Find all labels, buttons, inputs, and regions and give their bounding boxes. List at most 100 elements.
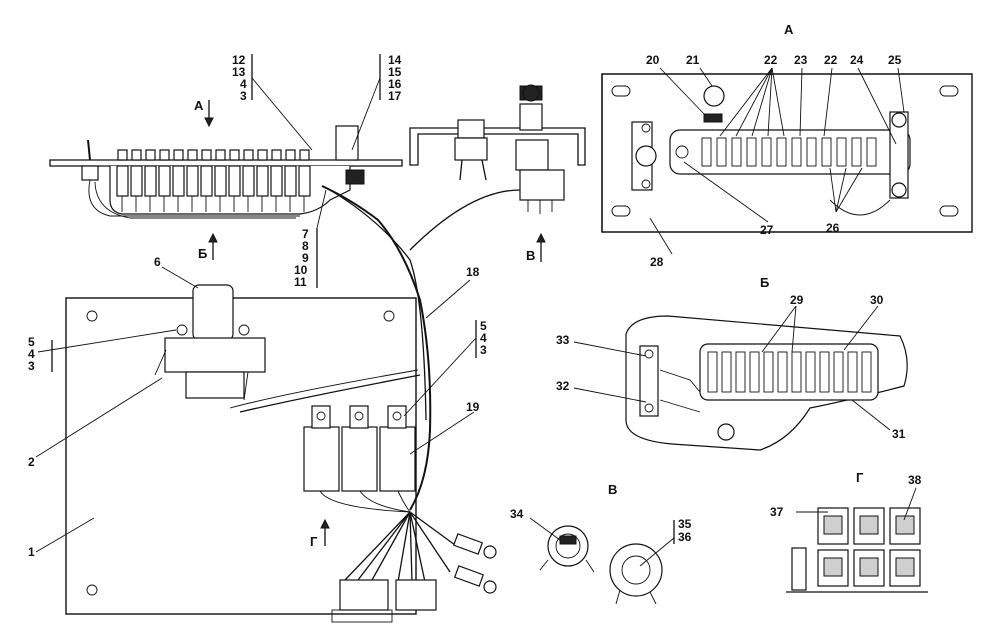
fuse-side <box>735 351 746 393</box>
label-3-left: 3 <box>28 359 35 373</box>
fuse-body <box>172 165 185 197</box>
fuse-slot <box>791 137 802 167</box>
relay-terminal <box>859 515 879 535</box>
label-26: 26 <box>826 221 840 235</box>
fuse-side <box>721 351 732 393</box>
label-16: 16 <box>388 77 402 91</box>
fuse-body <box>298 165 311 197</box>
label-35: 35 <box>678 517 692 531</box>
relay-terminal <box>823 557 843 577</box>
label-33: 33 <box>556 333 570 347</box>
fuse-slot <box>761 137 772 167</box>
view-v-switches <box>539 525 663 605</box>
view-v-title: В <box>608 482 617 497</box>
view-b-title: Б <box>760 275 769 290</box>
label-17: 17 <box>388 89 402 103</box>
fuse-cap <box>257 149 268 161</box>
label-15: 15 <box>388 65 402 79</box>
fuse-side <box>791 351 802 393</box>
view-labels: А Б В Г А Б В Г <box>194 22 864 549</box>
fuse-body <box>186 165 199 197</box>
label-38: 38 <box>908 473 922 487</box>
label-25: 25 <box>888 53 902 67</box>
view-g-arrow-label: Г <box>310 534 318 549</box>
fuse-cap <box>299 149 310 161</box>
fuse-cap <box>117 149 128 161</box>
fuse-side <box>777 351 788 393</box>
fuse-body <box>228 165 241 197</box>
label-12: 12 <box>232 53 246 67</box>
relay-terminal <box>859 557 879 577</box>
fuse-side <box>805 351 816 393</box>
label-28: 28 <box>650 255 664 269</box>
fuse-cap <box>173 149 184 161</box>
fuse-slot <box>716 137 727 167</box>
fuse-cap <box>187 149 198 161</box>
fuse-side <box>763 351 774 393</box>
label-1: 1 <box>28 545 35 559</box>
relay-terminal <box>895 515 915 535</box>
label-32: 32 <box>556 379 570 393</box>
fuse-body <box>270 165 283 197</box>
label-24: 24 <box>850 53 864 67</box>
relay-6 <box>154 284 266 401</box>
fuse-cap <box>145 149 156 161</box>
label-34: 34 <box>510 507 524 521</box>
fuse-body <box>242 165 255 197</box>
label-3-top: 3 <box>240 89 247 103</box>
label-6: 6 <box>154 255 161 269</box>
fuse-cap <box>201 149 212 161</box>
label-4-left: 4 <box>28 347 35 361</box>
label-14: 14 <box>388 53 402 67</box>
fuse-slot <box>701 137 712 167</box>
label-5-left: 5 <box>28 335 35 349</box>
label-29: 29 <box>790 293 804 307</box>
fuse-slot <box>821 137 832 167</box>
label-37: 37 <box>770 505 784 519</box>
label-20: 20 <box>646 53 660 67</box>
fuse-cap <box>131 149 142 161</box>
fuse-side <box>861 351 872 393</box>
fuse-body <box>214 165 227 197</box>
label-5-mid: 5 <box>480 319 487 333</box>
fuse-slot <box>776 137 787 167</box>
wire-harness <box>229 185 521 623</box>
label-3-mid: 3 <box>480 343 487 357</box>
label-7: 7 <box>302 227 309 241</box>
label-10: 10 <box>294 263 308 277</box>
leader-lines <box>35 54 917 567</box>
label-4-top: 4 <box>240 77 247 91</box>
fuse-cap <box>243 149 254 161</box>
fuse-side <box>847 351 858 393</box>
fuse-slot <box>731 137 742 167</box>
label-36: 36 <box>678 530 692 544</box>
label-11: 11 <box>294 275 307 289</box>
fuse-body <box>256 165 269 197</box>
fuse-slot <box>746 137 757 167</box>
view-a-panel <box>601 73 973 233</box>
label-22-a: 22 <box>764 53 778 67</box>
label-18: 18 <box>466 265 480 279</box>
fuse-side <box>819 351 830 393</box>
view-g-title: Г <box>856 470 864 485</box>
fuse-body <box>144 165 157 197</box>
label-4-mid: 4 <box>480 331 487 345</box>
fuse-cap <box>159 149 170 161</box>
label-31: 31 <box>892 427 906 441</box>
relay-block <box>303 405 416 492</box>
relay-terminal <box>823 515 843 535</box>
label-30: 30 <box>870 293 884 307</box>
view-g-relays <box>786 507 928 593</box>
fuse-body <box>158 165 171 197</box>
callout-labels: 1 2 5 4 3 6 12 13 4 3 14 15 16 17 7 8 9 … <box>28 53 922 559</box>
view-v-arrow-label: В <box>526 248 535 263</box>
label-9: 9 <box>302 251 309 265</box>
view-arrows <box>204 100 546 546</box>
fuse-slot <box>866 137 877 167</box>
fuse-slot <box>851 137 862 167</box>
fuse-cap <box>271 149 282 161</box>
label-27: 27 <box>760 223 774 237</box>
relay-terminal <box>895 557 915 577</box>
label-23: 23 <box>794 53 808 67</box>
